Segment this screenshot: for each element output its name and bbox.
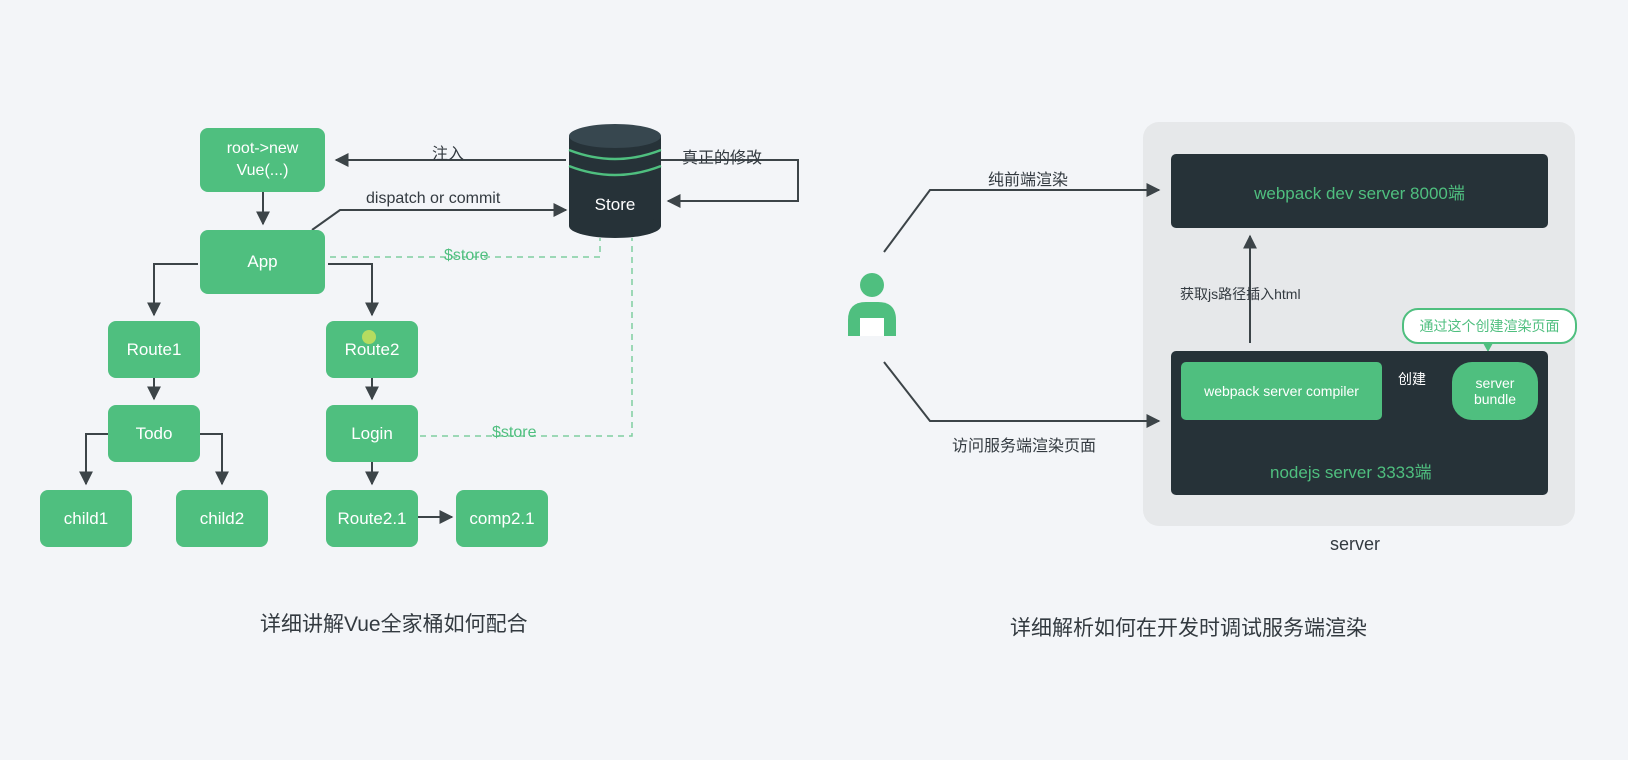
node-route21: Route2.1 (326, 490, 418, 547)
node-login: Login (326, 405, 418, 462)
edge-user-nodeserver (883, 361, 1161, 428)
label-inject: 注入 (432, 146, 465, 163)
edge-store-self (660, 159, 799, 208)
cursor-highlight-dot (362, 330, 376, 344)
edge-todo-child1 (79, 433, 108, 486)
node-route1: Route1 (108, 321, 200, 378)
nodejs-server-label: nodejs server 3333端 (1270, 463, 1432, 482)
label-pure-frontend: 纯前端渲染 (988, 172, 1069, 189)
bubble-pointer (1483, 343, 1493, 352)
label-visit-ssr: 访问服务端渲染页面 (952, 438, 1097, 455)
node-child1: child1 (40, 490, 132, 547)
label-real-modify: 真正的修改 (682, 150, 763, 167)
webpack-server-compiler-box: webpack server compiler (1181, 362, 1382, 420)
edge-user-devserver (883, 183, 1161, 253)
server-bundle-box: server bundle (1452, 362, 1538, 420)
label-dispatch-or-commit: dispatch or commit (366, 190, 501, 207)
node-child2: child2 (176, 490, 268, 547)
node-app: App (200, 230, 325, 294)
edge-todo-child2 (200, 433, 229, 486)
caption-left: 详细讲解Vue全家桶如何配合 (260, 613, 528, 636)
caption-right: 详细解析如何在开发时调试服务端渲染 (1010, 617, 1367, 640)
node-comp21: comp2.1 (456, 490, 548, 547)
user-icon (848, 273, 896, 336)
node-todo: Todo (108, 405, 200, 462)
bubble-create-page: 通过这个创建渲染页面 (1402, 308, 1577, 344)
label-server: server (1330, 534, 1381, 554)
edge-app-route2 (328, 263, 379, 317)
edge-app-store (311, 203, 568, 231)
label-get-js-path: 获取js路径插入html (1180, 286, 1301, 302)
node-root: root->new Vue(...) (200, 128, 325, 192)
edge-app-route1 (147, 263, 198, 317)
dashed-store-app (330, 238, 601, 258)
dashed-store-login (420, 238, 633, 437)
label-create: 创建 (1398, 371, 1426, 387)
node-route2: Route2 (326, 321, 418, 378)
webpack-dev-server-box: webpack dev server 8000端 (1171, 154, 1548, 228)
label-store-ref-app: $store (444, 247, 489, 264)
store-label: Store (594, 195, 636, 214)
store-cylinder (568, 124, 662, 238)
label-store-ref-login: $store (492, 424, 537, 441)
